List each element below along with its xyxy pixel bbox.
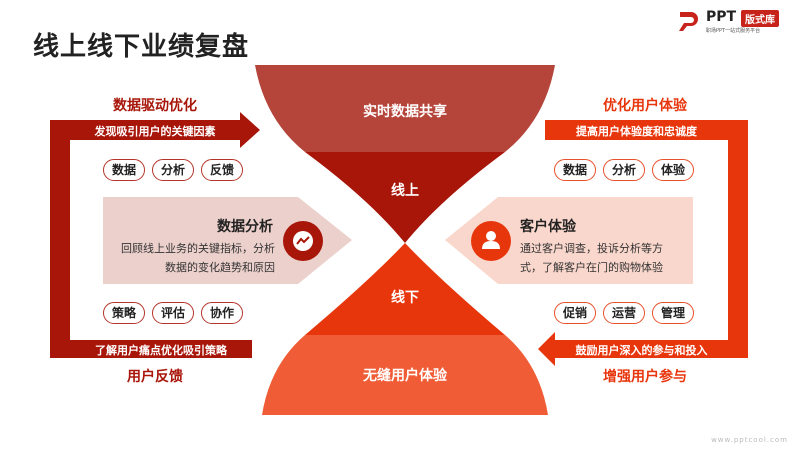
tag-pill: 策略 (103, 302, 145, 324)
right-heading-bottom: 增强用户参与 (603, 369, 687, 385)
logo-p-icon (679, 12, 698, 31)
page-title: 线上线下业绩复盘 (33, 32, 250, 62)
right-card-desc: 通过客户调查，投诉分析等方式，了解客户在门的购物体验 (520, 242, 663, 274)
left-heading-top: 数据驱动优化 (113, 98, 197, 114)
user-icon (471, 221, 511, 261)
left-bar-bottom: 了解用户痛点优化吸引策略 (95, 344, 227, 357)
logo-brand: PPT (706, 9, 737, 25)
logo-tag: 版式库 (741, 10, 779, 27)
tag-pill: 分析 (603, 159, 645, 181)
tag-pill: 管理 (652, 302, 694, 324)
left-card-desc: 回顾线上业务的关键指标，分析数据的变化趋势和原因 (121, 242, 275, 274)
hourglass-lower (305, 243, 505, 335)
hourglass-top-label: 实时数据共享 (363, 104, 447, 120)
hourglass-top (255, 65, 555, 152)
right-bar-bottom: 鼓励用户深入的参与和投入 (575, 344, 708, 357)
tag-pill: 数据 (554, 159, 596, 181)
right-loop-arrow (538, 120, 748, 366)
tag-pill: 反馈 (201, 159, 243, 181)
tag-pill: 数据 (103, 159, 145, 181)
tag-pill: 促销 (554, 302, 596, 324)
hourglass-lower-label: 线下 (391, 290, 419, 306)
right-bar-top: 提高用户体验度和忠诚度 (576, 125, 697, 138)
logo-subtitle: 职场PPT一站式服务平台 (706, 28, 761, 34)
left-heading-bottom: 用户反馈 (127, 369, 183, 385)
tag-pill: 运营 (603, 302, 645, 324)
hourglass-upper-label: 线上 (391, 183, 419, 199)
logo: PPT 版式库 职场PPT一站式服务平台 (678, 8, 793, 38)
tag-pill: 分析 (152, 159, 194, 181)
tag-pill: 协作 (201, 302, 243, 324)
left-loop-arrow (50, 112, 260, 358)
hourglass-bottom-label: 无缝用户体验 (363, 368, 447, 384)
chart-line-icon (283, 221, 323, 261)
hourglass-upper (305, 152, 505, 243)
right-card-bg (445, 197, 693, 284)
hourglass-bottom (262, 335, 548, 415)
right-card-title: 客户体验 (520, 219, 576, 235)
footer-watermark: www.pptcool.com (711, 436, 788, 444)
left-card-title: 数据分析 (217, 219, 273, 235)
tag-pill: 体验 (652, 159, 694, 181)
tag-pill: 评估 (152, 302, 194, 324)
right-heading-top: 优化用户体验 (603, 98, 687, 114)
left-bar-top: 发现吸引用户的关键因素 (94, 125, 216, 138)
left-card-bg (103, 197, 352, 284)
